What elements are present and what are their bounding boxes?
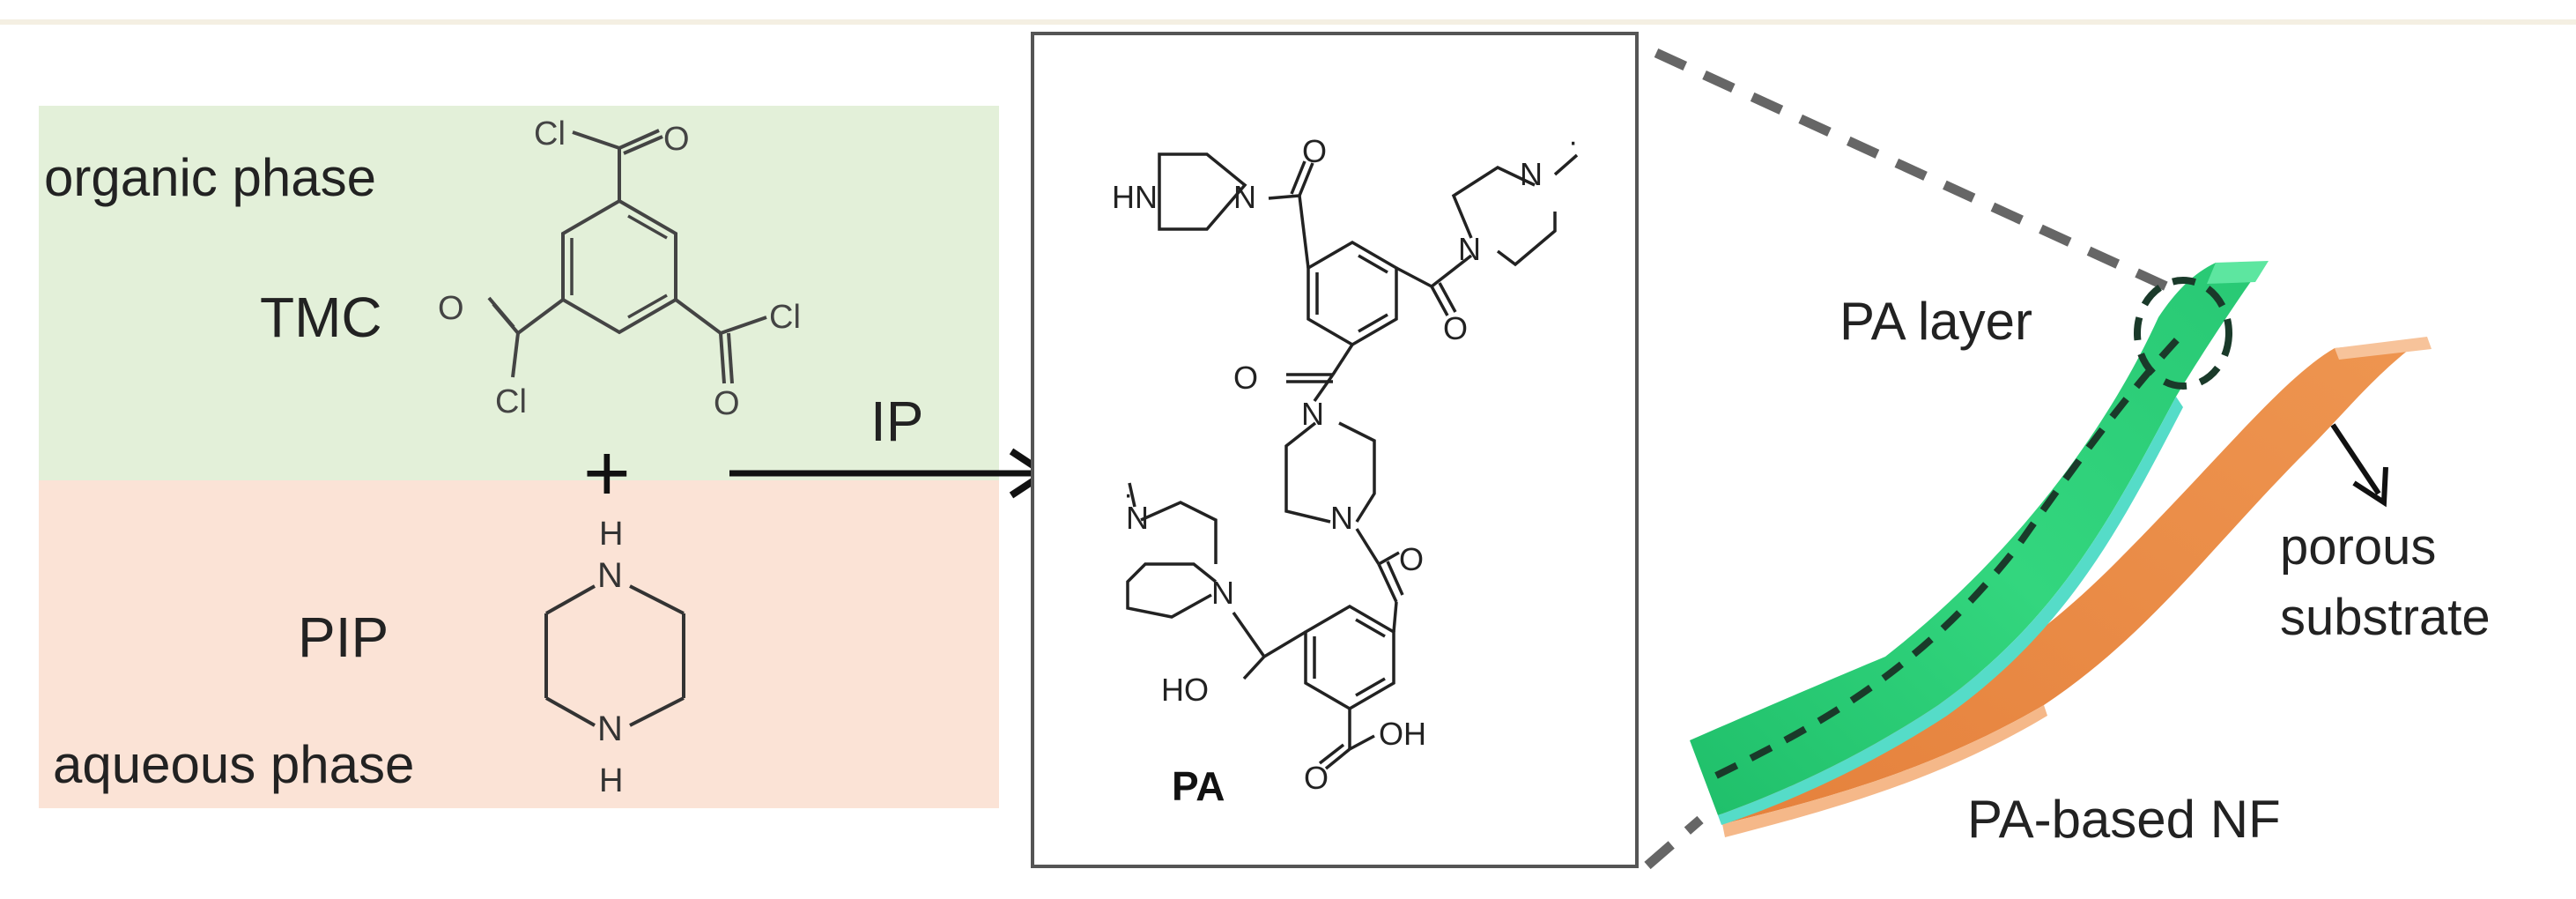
ip-label: IP <box>870 390 923 453</box>
pa-atom-o3: O <box>1233 360 1258 396</box>
pa-atom-n3: N <box>1458 231 1481 267</box>
pa-structure <box>1126 152 1579 770</box>
tmc-o-left: O <box>438 290 464 327</box>
tmc-cl-top: Cl <box>534 115 566 152</box>
pa-atom-o4: O <box>1399 541 1424 577</box>
plus-sign: + <box>583 428 631 518</box>
pip-structure <box>544 584 685 727</box>
substrate-pointer-arrow <box>2330 423 2381 495</box>
pa-atom-n2: N <box>1520 156 1543 192</box>
pa-layer-top-edge <box>2207 261 2269 284</box>
pa-atom-oh: OH <box>1379 716 1426 752</box>
pa-box-frame <box>1031 32 1639 868</box>
substrate-pointer-arrowhead <box>2352 466 2388 508</box>
substrate-top-edge <box>2335 337 2432 360</box>
pa-atom-hn: HN <box>1112 179 1158 215</box>
tmc-structure <box>487 129 767 384</box>
aqueous-phase-region <box>39 480 999 808</box>
pa-based-nf-label: PA-based NF <box>1967 790 2281 849</box>
pa-radical-dot-left: · <box>1123 478 1133 511</box>
pa-caption: PA <box>1172 763 1225 809</box>
pip-h-top: H <box>599 516 623 553</box>
pa-atom-ho: HO <box>1161 672 1209 708</box>
tmc-label: TMC <box>260 286 382 349</box>
tmc-o-top: O <box>663 121 690 158</box>
pa-atom-n6: N <box>1126 500 1149 536</box>
tmc-cl-right: Cl <box>769 299 801 336</box>
zoom-line-bottom <box>1644 815 1704 870</box>
pip-h-bottom: H <box>599 762 623 799</box>
pa-atom-o1: O <box>1302 133 1327 169</box>
pa-atom-o2: O <box>1443 310 1468 346</box>
zoom-dashed-curve <box>1714 331 2186 779</box>
pa-atom-o5: O <box>1304 760 1329 796</box>
right-panel: PA layer porous substrate PA-based NF <box>1644 48 2491 870</box>
porous-label-line1: porous <box>2280 518 2436 576</box>
pa-radical-dot-right: · <box>1568 125 1578 159</box>
organic-phase-label: organic phase <box>44 148 376 207</box>
tmc-cl-left: Cl <box>495 383 527 420</box>
left-panel: organic phase TMC PIP aqueous phase + Cl… <box>39 106 999 808</box>
pa-atom-n4: N <box>1301 396 1324 432</box>
top-border-strip <box>0 19 2576 25</box>
pa-atom-n1: N <box>1233 179 1256 215</box>
porous-label-line2: substrate <box>2280 589 2491 646</box>
pa-layer-label: PA layer <box>1839 292 2032 351</box>
pa-atom-n7: N <box>1211 575 1234 611</box>
aqueous-phase-label: aqueous phase <box>53 735 414 794</box>
zoom-circle <box>2134 277 2232 390</box>
zoom-line-top <box>1654 48 2179 296</box>
pa-box: HN N O N N O O N N O N N HO OH O · · PA <box>1031 32 1639 868</box>
pip-label: PIP <box>298 606 389 669</box>
tmc-o-right: O <box>714 385 740 422</box>
pip-n-bottom: N <box>597 710 623 748</box>
substrate-bottom-edge <box>1722 705 2047 837</box>
pa-atom-n5: N <box>1330 500 1353 536</box>
organic-phase-region <box>39 106 999 485</box>
porous-substrate-layer <box>1718 339 2423 824</box>
pip-n-top: N <box>597 556 623 595</box>
